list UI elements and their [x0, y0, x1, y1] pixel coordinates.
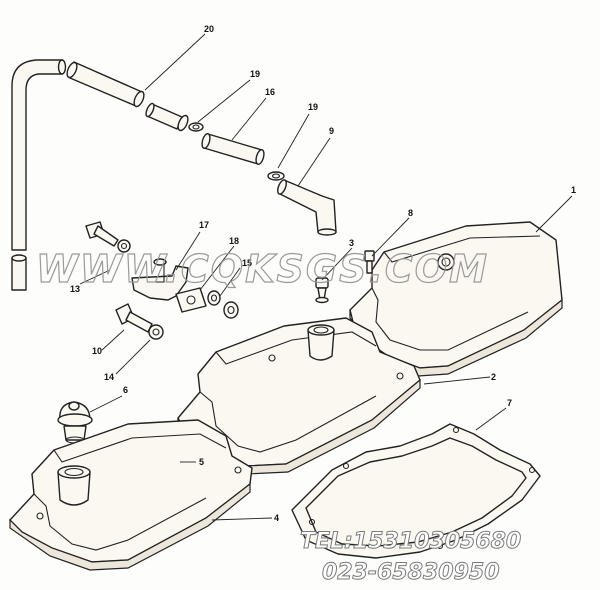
- phone-watermark: 023-65830950: [322, 560, 500, 585]
- breather-tube-part-20: [11, 59, 145, 291]
- washer-part-15: [207, 290, 239, 319]
- callout-10: 10: [92, 346, 102, 356]
- callout-15: 15: [242, 258, 252, 268]
- callout-3: 3: [349, 238, 354, 248]
- callout-17: 17: [199, 220, 209, 230]
- bolt-part-8: [364, 250, 375, 274]
- callout-14: 14: [104, 372, 114, 382]
- callout-6: 6: [123, 385, 128, 395]
- callout-20: 20: [204, 24, 214, 34]
- fitting-part-3: [315, 277, 329, 304]
- callout-18: 18: [229, 236, 239, 246]
- callout-8: 8: [408, 208, 413, 218]
- clamp-part-19-lower: [267, 171, 285, 181]
- website-watermark: WWW.CQKSGS.COM: [36, 247, 489, 291]
- filler-cap-part-6: [57, 401, 93, 444]
- tel-watermark: TEL:15310305680: [300, 529, 521, 554]
- callout-7: 7: [507, 398, 512, 408]
- callout-16: 16: [265, 87, 275, 97]
- callout-19b: 19: [308, 102, 318, 112]
- callout-9: 9: [329, 126, 334, 136]
- bolt-part-10: [115, 303, 153, 333]
- callout-13: 13: [70, 284, 80, 294]
- elbow-fitting-part-9: [277, 179, 337, 236]
- callout-1: 1: [571, 185, 576, 195]
- bracket-part-17: [131, 258, 189, 301]
- callout-19a: 19: [250, 69, 260, 79]
- callout-5: 5: [199, 457, 204, 467]
- valve-cover-part-4: [9, 419, 253, 571]
- callout-2: 2: [491, 372, 496, 382]
- bolt-part-13: [85, 221, 131, 253]
- washer-part-14: [148, 324, 164, 340]
- leader-lines: [79, 33, 573, 521]
- gasket-part-18: [175, 287, 207, 313]
- gasket-part-7: [291, 423, 541, 559]
- callout-4: 4: [274, 513, 279, 523]
- clamp-part-19-upper: [145, 102, 204, 132]
- callout-labels: 20 19 16 19 9 1 17 18 15 8 3 13 10 14 6 …: [70, 24, 576, 523]
- hose-part-16: [201, 133, 265, 165]
